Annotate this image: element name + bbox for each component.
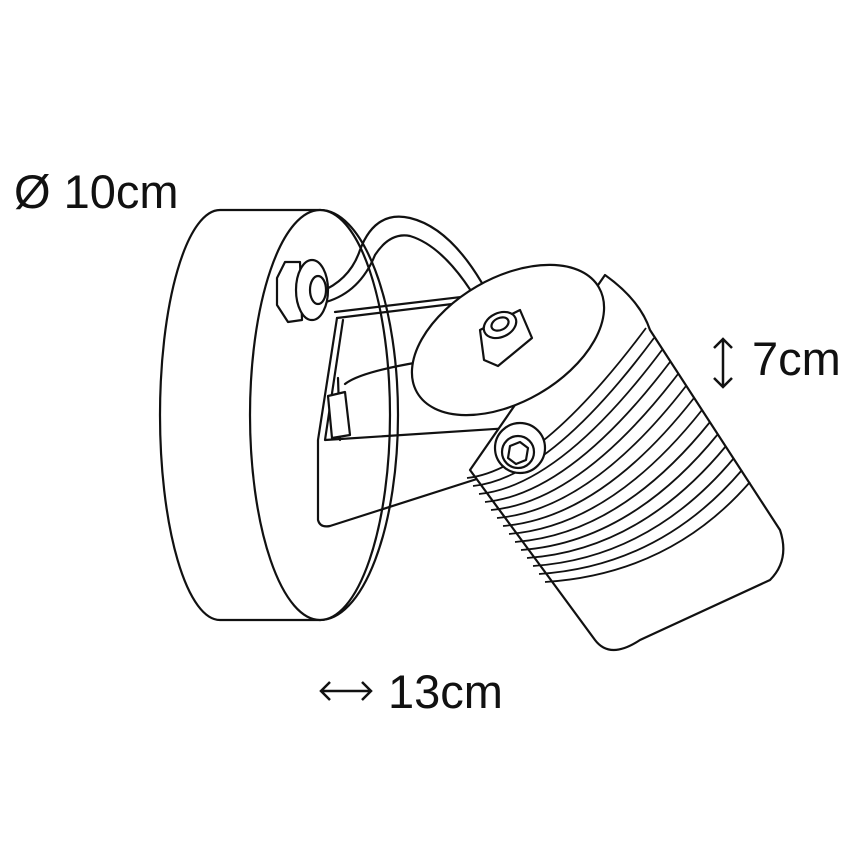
height-label: 7cm: [752, 332, 841, 385]
cable: [318, 215, 502, 322]
cooling-ribs: [466, 327, 751, 583]
lamp-cable-nut: [478, 308, 534, 368]
mounting-bracket: [316, 288, 522, 528]
horizontal-double-arrow-icon: [319, 681, 373, 701]
lamp-head: [410, 263, 785, 652]
wall-nut: [275, 258, 330, 324]
width-label: 13cm: [388, 665, 503, 718]
pivot-screw: [493, 421, 547, 475]
vertical-double-arrow-icon: [713, 337, 733, 389]
diameter-label: Ø 10cm: [14, 165, 179, 218]
wall-plate: [158, 208, 400, 622]
